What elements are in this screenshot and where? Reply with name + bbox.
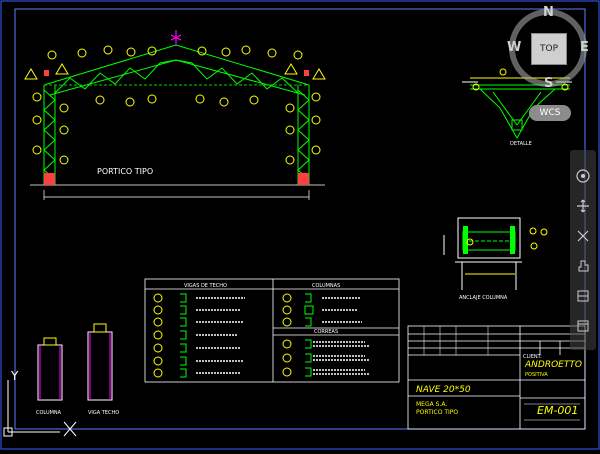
viewcube-top-face[interactable]: TOP: [531, 33, 567, 65]
legend-text-lines: [196, 297, 370, 375]
portico-frame: [43, 44, 310, 185]
client-label: CLIENT:: [523, 354, 542, 360]
title-block-rev-lines: [423, 326, 489, 355]
wcs-menu-button[interactable]: WCS: [529, 105, 571, 121]
project-title: NAVE 20*50: [416, 385, 471, 395]
client-value: ANDROETTO: [524, 360, 582, 370]
dimension-lines: [30, 184, 325, 200]
legend-header-right: COLUMNAS: [312, 283, 340, 289]
compass-east[interactable]: E: [580, 40, 589, 55]
ucs-icon: [3, 380, 77, 437]
compass-north[interactable]: N: [543, 5, 554, 20]
showmotion-icon[interactable]: [573, 288, 593, 308]
anclaje-label: ANCLAJE COLUMNA: [459, 295, 508, 301]
ridge-mark-icon: [170, 30, 182, 45]
title-block: [407, 325, 586, 430]
viga-label: VIGA TECHO: [88, 410, 119, 416]
navbar-menu-icon[interactable]: [573, 318, 593, 338]
client-sub: POSITIVA: [525, 372, 548, 378]
navigation-bar: [570, 150, 596, 350]
legend-table: [144, 278, 400, 383]
portico-label: PORTICO TIPO: [97, 167, 153, 176]
detalle-label: DETALLE: [510, 141, 532, 147]
pan-icon[interactable]: [573, 198, 593, 218]
drawing-number: EM-001: [537, 404, 578, 417]
compass-south[interactable]: S: [544, 76, 554, 91]
node-markers: [24, 45, 326, 165]
columna-label: COLUMNA: [36, 410, 62, 416]
legend-header-left: VIGAS DE TECHO: [184, 283, 227, 289]
content-title: PORTICO TIPO: [416, 409, 458, 416]
ucs-y-label: Y: [10, 369, 19, 383]
viewcube[interactable]: N W E S TOP WCS: [500, 5, 600, 125]
orbit-icon[interactable]: [573, 258, 593, 278]
anclaje-drawing: [443, 217, 548, 290]
legend-symbols: [153, 293, 314, 378]
anchor-blocks: [44, 70, 309, 185]
legend-subheader-right: CORREAS: [314, 329, 338, 335]
section-sketches: [37, 323, 113, 401]
steering-wheel-icon[interactable]: [573, 168, 593, 188]
compass-ring-icon[interactable]: [500, 5, 600, 105]
zoom-icon[interactable]: [573, 228, 593, 248]
compass-west[interactable]: W: [507, 40, 522, 55]
company-name: MEGA S.A.: [416, 401, 447, 408]
